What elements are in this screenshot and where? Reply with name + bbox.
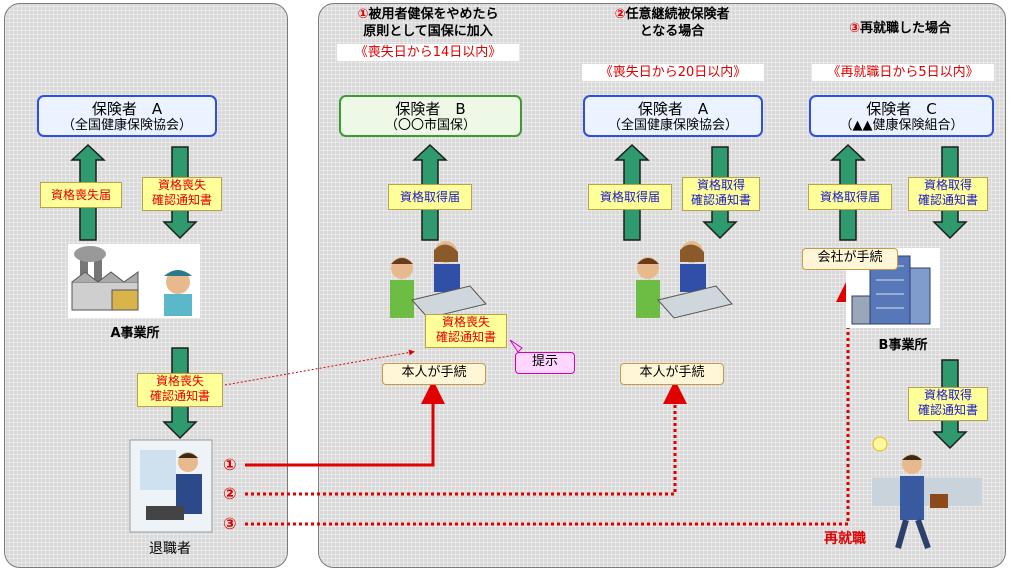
- col1-held-loss-confirmation-doc: 資格喪失確認通知書: [425, 314, 507, 348]
- route-2-label: ②: [223, 484, 237, 503]
- factory-a-illustration: [68, 244, 200, 318]
- counter-col1-illustration: [390, 241, 487, 319]
- col1-deadline: 《喪失日から14日以内》: [337, 44, 519, 61]
- present-callout-tail: [509, 339, 523, 353]
- reemployment-label: 再就職: [824, 531, 866, 547]
- col3-deadline: 《再就職日から5日以内》: [812, 64, 994, 81]
- col2-acquisition-confirmation-doc: 資格取得確認通知書: [682, 177, 760, 211]
- insurer-a-left: 保険者 A（全国健康保険協会）: [37, 95, 217, 137]
- insurer-a-col2: 保険者 A（全国健康保険協会）: [583, 95, 763, 137]
- col3-acquisition-confirmation-doc-2: 資格取得確認通知書: [908, 387, 988, 421]
- left-loss-confirmation-doc-2: 資格喪失確認通知書: [137, 373, 223, 407]
- left-loss-confirmation-doc: 資格喪失確認通知書: [142, 177, 222, 211]
- col1-header: ①被用者健保をやめたら 原則として国保に加入: [357, 7, 499, 39]
- left-loss-notice-doc: 資格喪失届: [40, 182, 122, 208]
- col3-acquisition-notice-doc: 資格取得届: [808, 184, 892, 210]
- route-1-label: ①: [223, 455, 237, 474]
- office-a-label: A事業所: [110, 326, 160, 341]
- route-3-line: [245, 278, 860, 526]
- present-callout: 提示: [515, 352, 575, 374]
- retiree-illustration: [129, 439, 213, 533]
- col3-header: ③再就職した場合: [848, 21, 952, 36]
- insurer-c: 保険者 C（▲▲健康保険組合）: [809, 95, 994, 137]
- col2-acquisition-notice-doc: 資格取得届: [588, 184, 672, 210]
- col2-deadline: 《喪失日から20日以内》: [582, 64, 764, 81]
- retiree-label: 退職者: [149, 541, 191, 557]
- col3-procedure-tag: 会社が手続: [802, 248, 898, 270]
- col3-acquisition-confirmation-doc: 資格取得確認通知書: [908, 177, 988, 211]
- route-2-line: [245, 380, 687, 496]
- route-1-line: [245, 380, 445, 467]
- insurer-b: 保険者 B（〇〇市国保）: [339, 95, 522, 137]
- col2-header: ②任意継続被保険者 となる場合: [614, 7, 730, 39]
- reemployed-man-illustration: [872, 436, 982, 550]
- col1-acquisition-notice-doc: 資格取得届: [388, 184, 472, 210]
- route-3-label: ③: [223, 514, 237, 533]
- col2-procedure-tag: 本人が手続: [620, 363, 724, 385]
- office-b-label: B事業所: [878, 338, 928, 353]
- counter-col2-illustration: [636, 241, 733, 319]
- col1-procedure-tag: 本人が手続: [382, 363, 486, 385]
